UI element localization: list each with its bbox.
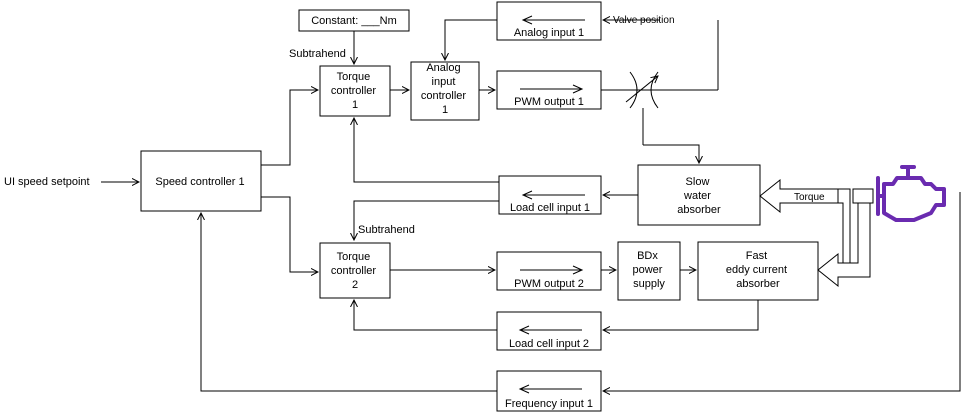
- load-cell-input-1: Load cell input 1: [498, 175, 602, 215]
- load-cell-input-2-label: Load cell input 2: [509, 338, 589, 350]
- torque-arrow-slow: [759, 178, 839, 214]
- constant-box: Constant: ___Nm: [298, 9, 410, 32]
- subtrahend-label-2: Subtrahend: [358, 224, 415, 236]
- bdx-power-supply-label: BDx power supply: [632, 250, 665, 290]
- pwm-output-2-label: PWM output 2: [514, 278, 584, 290]
- torque-label: Torque: [794, 192, 825, 203]
- fast-absorber-label: Fast eddy current absorber: [726, 250, 790, 290]
- bdx-power-supply: BDx power supply: [617, 241, 681, 301]
- speed-setpoint-label: UI speed setpoint: [4, 176, 90, 188]
- load-cell-input-2: Load cell input 2: [496, 311, 602, 351]
- fast-eddy-current-absorber: Fast eddy current absorber: [697, 241, 819, 301]
- pwm-output-1-label: PWM output 1: [514, 96, 584, 108]
- engine-icon: [876, 165, 946, 222]
- analog-input-1: Analog input 1: [496, 1, 602, 41]
- speed-controller-label: Speed controller 1: [155, 176, 244, 188]
- subtrahend-label-1: Subtrahend: [289, 48, 346, 60]
- slow-water-absorber: Slow water absorber: [637, 164, 761, 226]
- pwm-output-1: PWM output 1: [496, 70, 602, 110]
- analog-input-1-label: Analog input 1: [514, 27, 584, 39]
- pwm-output-2: PWM output 2: [496, 251, 602, 291]
- torque-controller-2-label: Torque controller 2: [331, 251, 379, 291]
- speed-controller-1: Speed controller 1: [140, 150, 262, 212]
- analog-input-controller-1: Analog input controller 1: [410, 61, 480, 121]
- load-cell-input-1-label: Load cell input 1: [510, 202, 590, 214]
- torque-arrow-fast: [817, 188, 871, 288]
- torque-controller-1: Torque controller 1: [319, 65, 391, 117]
- frequency-input-1: Frequency input 1: [496, 370, 602, 412]
- slow-absorber-label: Slow water absorber: [677, 176, 721, 216]
- torque-controller-1-label: Torque controller 1: [331, 71, 379, 111]
- valve-symbol: [601, 20, 719, 145]
- frequency-input-1-label: Frequency input 1: [505, 398, 593, 410]
- analog-input-controller-label: Analog input controller 1: [421, 62, 469, 116]
- torque-controller-2: Torque controller 2: [319, 242, 391, 299]
- valve-position-label: Valve position: [613, 15, 675, 26]
- constant-label: Constant: ___Nm: [311, 15, 397, 27]
